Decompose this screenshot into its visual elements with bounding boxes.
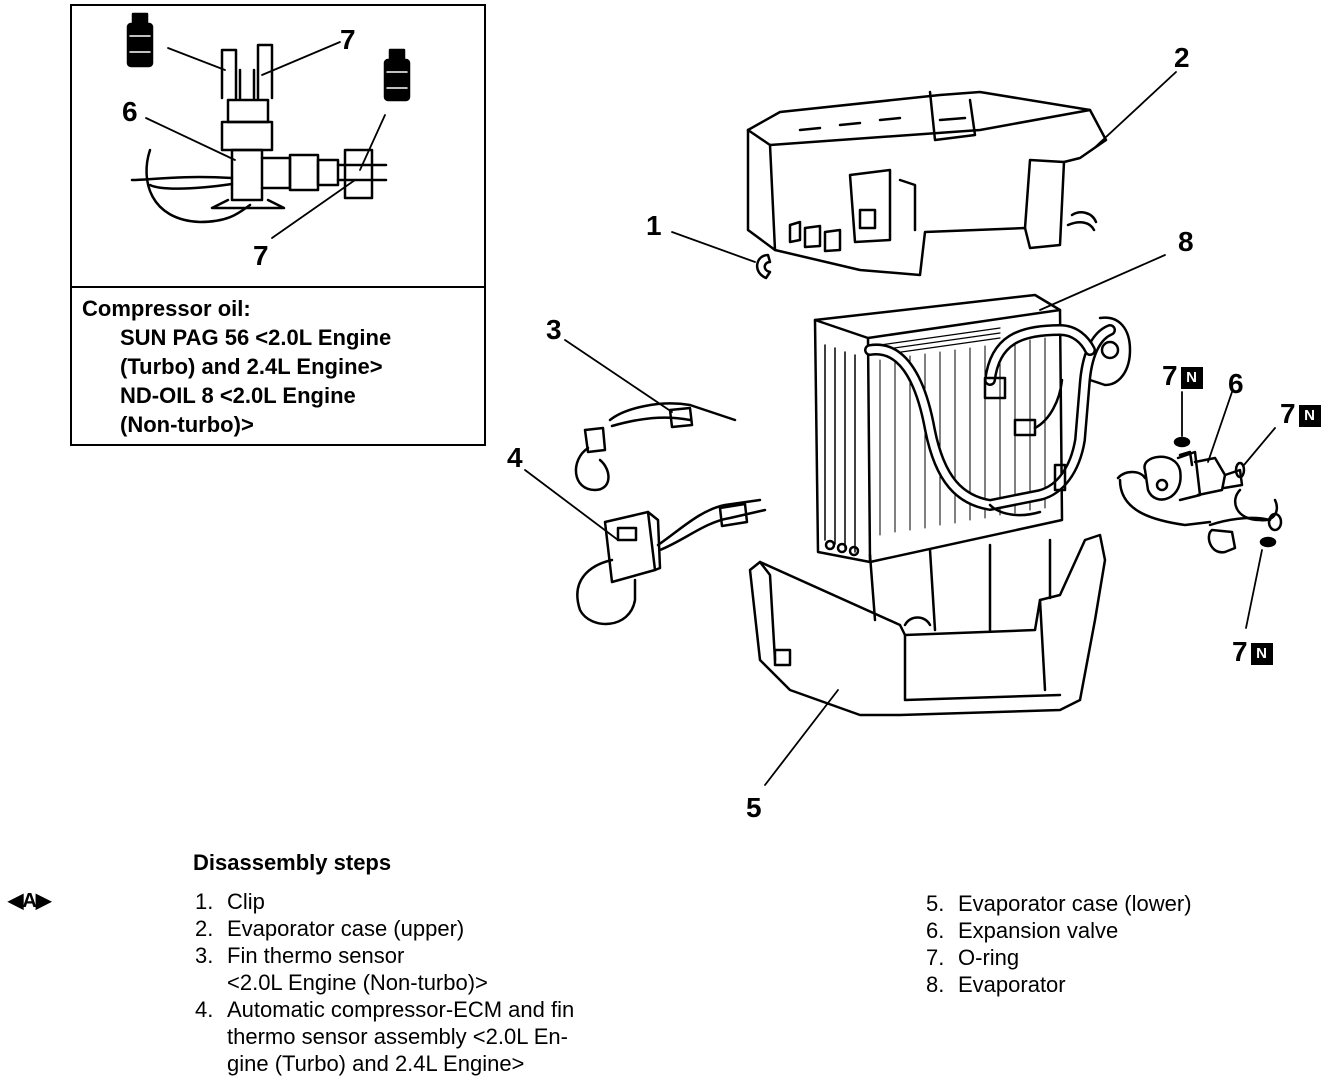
oil-note-title: Compressor oil: (82, 296, 251, 321)
expansion-valve-drawing (1116, 436, 1283, 554)
disassembly-steps-title: Disassembly steps (193, 850, 392, 875)
clip-drawing (756, 253, 772, 280)
step-text: thermo sensor assembly <2.0L En- (227, 1024, 568, 1049)
step-number: 2. (195, 916, 214, 941)
callout-4: 4 (507, 442, 523, 473)
step-text: Evaporator case (upper) (227, 916, 465, 941)
inset-divider (72, 286, 484, 288)
step-item: 4. Automatic compressor-ECM and fin ther… (195, 996, 675, 1077)
step-item: 7. O-ring (926, 944, 1336, 971)
evaporator-case-lower-drawing (748, 533, 1107, 717)
oil-bottle-icon (383, 48, 411, 102)
new-part-mark-icon: N (1250, 643, 1273, 665)
evaporator-drawing (813, 293, 1132, 564)
step-number: 6. (926, 918, 945, 943)
evaporator-case-upper-drawing (746, 90, 1108, 277)
steps-list-right: 5. Evaporator case (lower) 6. Expansion … (926, 890, 1336, 998)
oil-note-line: SUN PAG 56 <2.0L Engine (120, 325, 392, 350)
callout-1: 1 (646, 210, 662, 241)
step-text: O-ring (958, 945, 1020, 970)
step-text: Fin thermo sensor (227, 943, 405, 968)
step-text: <2.0L Engine (Non-turbo)> (227, 970, 488, 995)
new-part-mark-icon: N (1180, 367, 1203, 389)
oil-bottle-icon (126, 12, 154, 68)
oil-note-line: ND-OIL 8 <2.0L Engine (120, 383, 356, 408)
step-number: 4. (195, 997, 214, 1022)
new-part-mark-icon: N (1298, 405, 1321, 427)
callout-6: 6 (1228, 368, 1244, 399)
step-text: Evaporator (958, 972, 1066, 997)
inset-callout-7-bottom: 7 (253, 240, 269, 271)
compressor-oil-inset: Compressor oil: SUN PAG 56 <2.0L Engine … (70, 4, 486, 446)
fin-thermo-sensor-drawing (574, 402, 737, 492)
step-item: 1. Clip (195, 888, 675, 915)
step-text: Expansion valve (958, 918, 1119, 943)
step-number: 1. (195, 889, 214, 914)
service-point-mark: ◀A▶ (8, 890, 51, 912)
step-text: gine (Turbo) and 2.4L Engine> (227, 1051, 525, 1076)
step-number: 3. (195, 943, 214, 968)
inset-expansion-valve-drawing (126, 12, 411, 239)
step-item: 8. Evaporator (926, 971, 1336, 998)
callout-7-number: 7 (1232, 636, 1248, 667)
step-number: 8. (926, 972, 945, 997)
callout-7-number: 7 (1280, 398, 1296, 429)
step-item: 2. Evaporator case (upper) (195, 915, 675, 942)
leader-lines (524, 71, 1276, 786)
step-number: 5. (926, 891, 945, 916)
step-text: Evaporator case (lower) (958, 891, 1192, 916)
inset-callout-6: 6 (122, 96, 138, 127)
step-text: Clip (227, 889, 265, 914)
step-text: Automatic compressor-ECM and fin (227, 997, 575, 1022)
oil-note-line: (Non-turbo)> (120, 412, 254, 437)
step-number: 7. (926, 945, 945, 970)
step-item: 5. Evaporator case (lower) (926, 890, 1336, 917)
compressor-oil-note: Compressor oil: SUN PAG 56 <2.0L Engine … (82, 294, 480, 439)
steps-list-left: 1. Clip 2. Evaporator case (upper) 3. Fi… (195, 888, 675, 1077)
step-item: 6. Expansion valve (926, 917, 1336, 944)
callout-5: 5 (746, 792, 762, 823)
oil-note-line: (Turbo) and 2.4L Engine> (120, 354, 383, 379)
step-item: 3. Fin thermo sensor <2.0L Engine (Non-t… (195, 942, 675, 996)
callout-7-number: 7 (1162, 360, 1178, 391)
callout-8: 8 (1178, 226, 1194, 257)
compressor-ecm-sensor-drawing (576, 498, 767, 626)
callout-2: 2 (1174, 42, 1190, 73)
callout-3: 3 (546, 314, 562, 345)
inset-callout-7-top: 7 (340, 24, 356, 55)
